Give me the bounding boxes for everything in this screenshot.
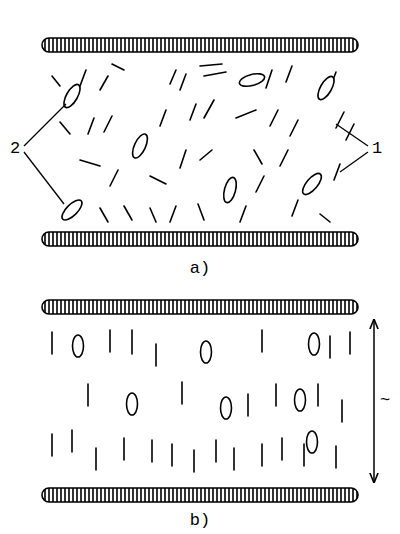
aligned-rods	[52, 330, 350, 472]
electrode-plate	[42, 38, 358, 502]
callout-number: 2	[10, 140, 20, 157]
rod-particles	[52, 64, 354, 222]
field-symbol: ~	[380, 392, 390, 409]
panel-caption: a)	[190, 260, 210, 277]
aligned-ellipsoids	[73, 333, 320, 453]
ellipsoid-particles	[59, 71, 337, 223]
field-arrow	[373, 320, 375, 482]
callout-number: 1	[372, 140, 382, 157]
leader-line	[24, 104, 368, 204]
panel-caption: b)	[190, 512, 210, 529]
